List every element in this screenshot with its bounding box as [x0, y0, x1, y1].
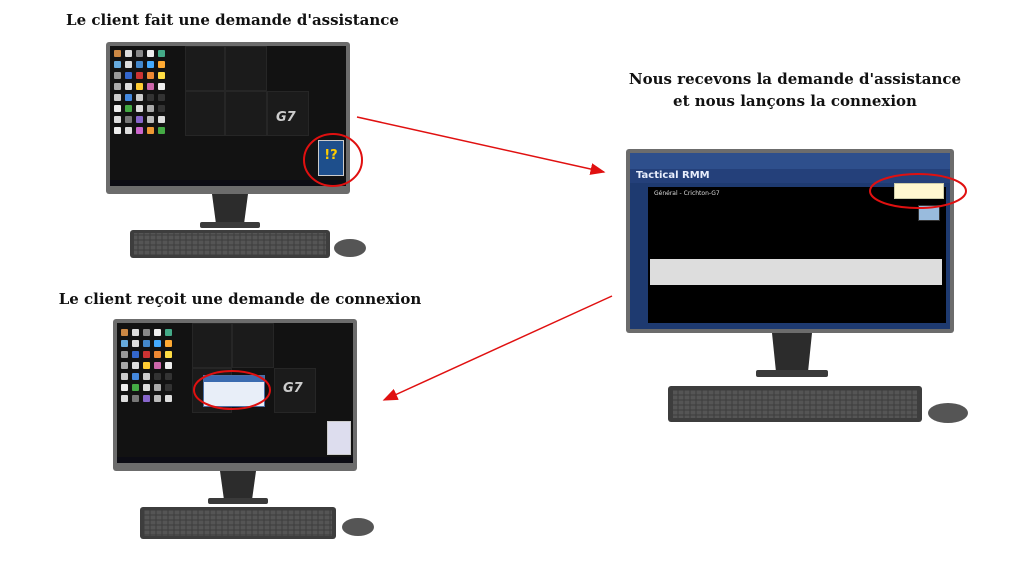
taskbar[interactable]	[110, 180, 346, 186]
rmm-main-panel	[648, 187, 946, 323]
step2-title: Nous recevons la demande d'assistance et…	[620, 68, 970, 112]
step2-title-line1: Nous recevons la demande d'assistance	[628, 70, 962, 88]
activity-timeline	[650, 259, 942, 285]
wallpaper-logo: G7	[276, 110, 296, 125]
client-desktop-screen-2: G7	[117, 323, 353, 463]
rmm-logo: Tactical RMM	[636, 170, 710, 181]
rmm-sidebar[interactable]	[630, 183, 646, 323]
step2-title-line2: et nous lançons la connexion	[673, 92, 917, 110]
rmm-screen: Tactical RMM Général - Crichton-G7	[630, 153, 950, 329]
step1-title: Le client fait une demande d'assistance	[66, 11, 399, 29]
wallpaper-logo: G7	[283, 381, 303, 396]
help-glyph: !?	[324, 148, 338, 163]
agent-title: Général - Crichton-G7	[654, 190, 720, 197]
step3-title: Le client reçoit une demande de connexio…	[58, 290, 422, 308]
connection-request-dialog[interactable]	[203, 375, 265, 407]
assistance-popup[interactable]	[327, 421, 351, 455]
assistance-popup[interactable]: !?	[318, 140, 344, 176]
mouse	[342, 518, 374, 536]
taskbar[interactable]	[117, 457, 353, 463]
client-desktop-screen-1: G7 !?	[110, 46, 346, 186]
assistance-notification[interactable]	[894, 183, 944, 199]
laptop-icon	[918, 205, 940, 221]
browser-toolbar[interactable]	[630, 153, 950, 169]
mouse	[334, 239, 366, 257]
mouse	[928, 403, 968, 423]
